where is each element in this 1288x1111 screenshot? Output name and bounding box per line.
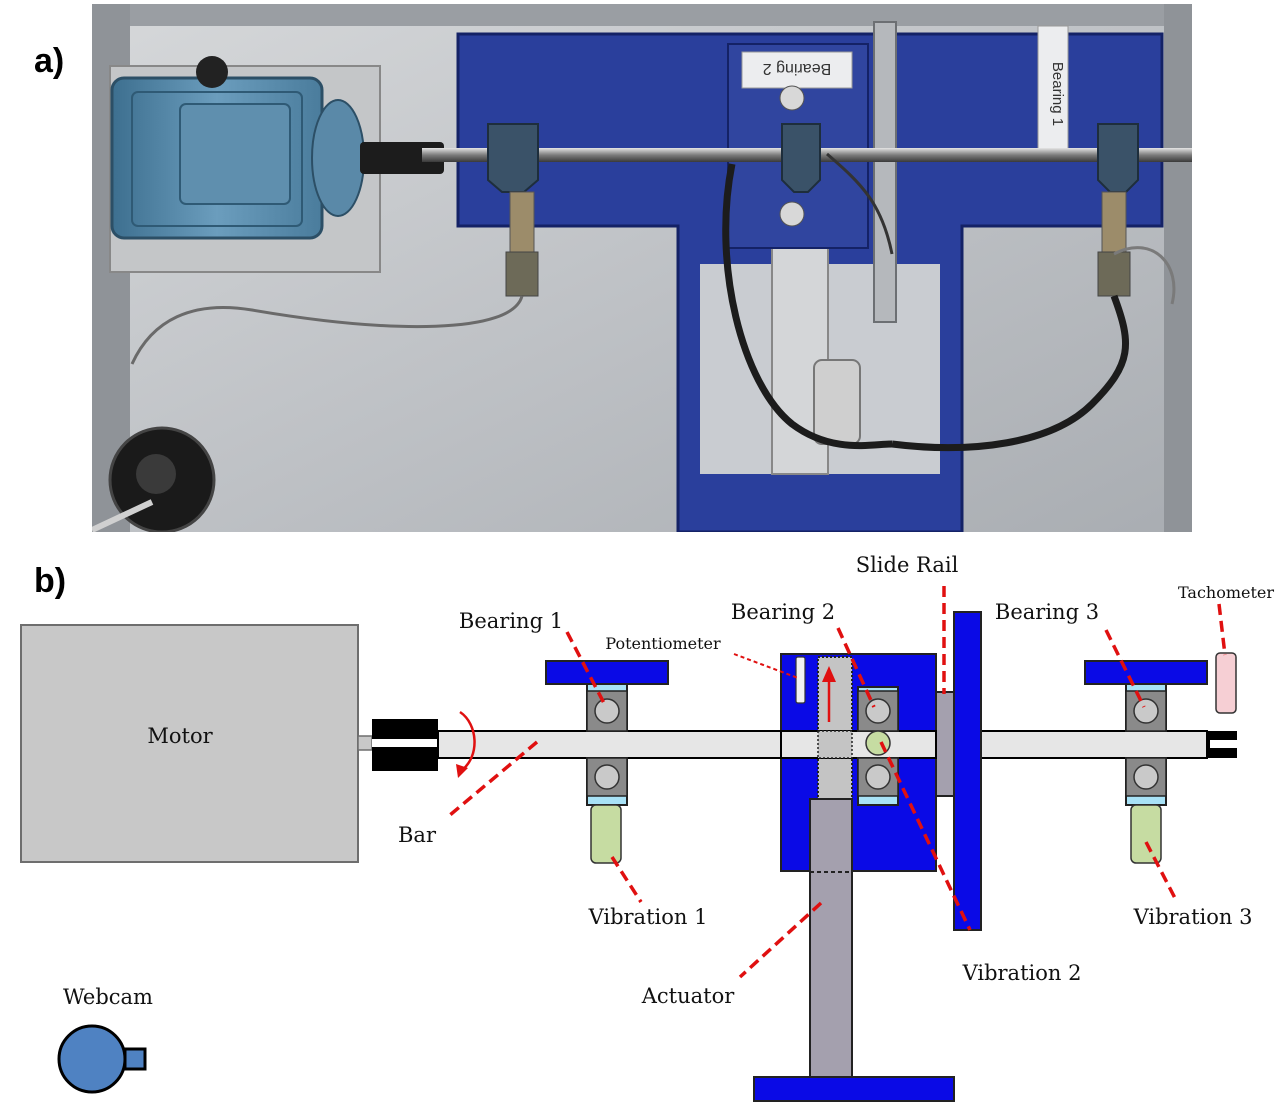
label-vibration-2: Vibration 2 [962, 961, 1082, 985]
tachometer-sensor [1215, 652, 1237, 714]
label-bearing-2: Bearing 2 [731, 600, 835, 624]
pillow-block-left [487, 123, 539, 193]
label-bearing-3: Bearing 3 [995, 600, 1099, 624]
slide-rail [935, 611, 982, 931]
pillow-block-right [1097, 123, 1139, 193]
label-slide-rail: Slide Rail [856, 553, 959, 577]
actuator-photo [771, 233, 829, 475]
leader-potentiometer [733, 653, 799, 679]
leader-bearing-3 [1104, 629, 1146, 708]
accelerometer-left [509, 191, 535, 253]
label-actuator: Actuator [641, 984, 735, 1008]
panel-label-b: b) [34, 562, 67, 600]
vibration-sensor-3 [1130, 804, 1162, 864]
leader-bar [448, 740, 539, 817]
label-bar: Bar [398, 823, 437, 847]
leader-vibration-3 [1144, 841, 1179, 903]
leader-actuator [738, 901, 823, 979]
test-rig-photo: Bearing 2 Bearing 1 [92, 4, 1192, 532]
potentiometer-sensor [795, 656, 806, 704]
leader-lines [448, 586, 1227, 979]
rotation-arrow [459, 710, 476, 771]
panel-label-a: a) [34, 42, 65, 80]
vibration-sensor-1 [590, 804, 622, 864]
webcam-icon [57, 1024, 147, 1094]
label-webcam: Webcam [63, 985, 153, 1009]
actuator [753, 798, 955, 1102]
bearing-3 [1084, 660, 1208, 806]
leader-bearing-2 [836, 627, 876, 708]
leader-vibration-2 [879, 741, 972, 931]
motor: Motor [20, 624, 359, 863]
coupling [372, 719, 438, 771]
leader-tachometer [1217, 603, 1227, 656]
bearing-1-tag: Bearing 1 [1049, 62, 1066, 126]
accelerometer-right [1101, 191, 1127, 253]
label-vibration-1: Vibration 1 [588, 905, 708, 929]
motor-output-stub [357, 735, 373, 751]
label-vibration-3: Vibration 3 [1133, 905, 1253, 929]
shaft-end [1207, 731, 1237, 758]
label-bearing-1: Bearing 1 [459, 609, 563, 633]
bearing-2-tag: Bearing 2 [763, 60, 832, 77]
leader-bearing-1 [565, 631, 608, 708]
rig-schematic: Motor [20, 553, 1274, 1102]
slide-rail-photo [873, 21, 897, 323]
bearing-2-block [780, 653, 937, 872]
label-tachometer: Tachometer [1178, 583, 1274, 602]
bearing-1 [545, 660, 669, 806]
leader-vibration-1 [610, 856, 643, 903]
motor-label: Motor [147, 724, 213, 748]
label-potentiometer: Potentiometer [605, 634, 721, 653]
